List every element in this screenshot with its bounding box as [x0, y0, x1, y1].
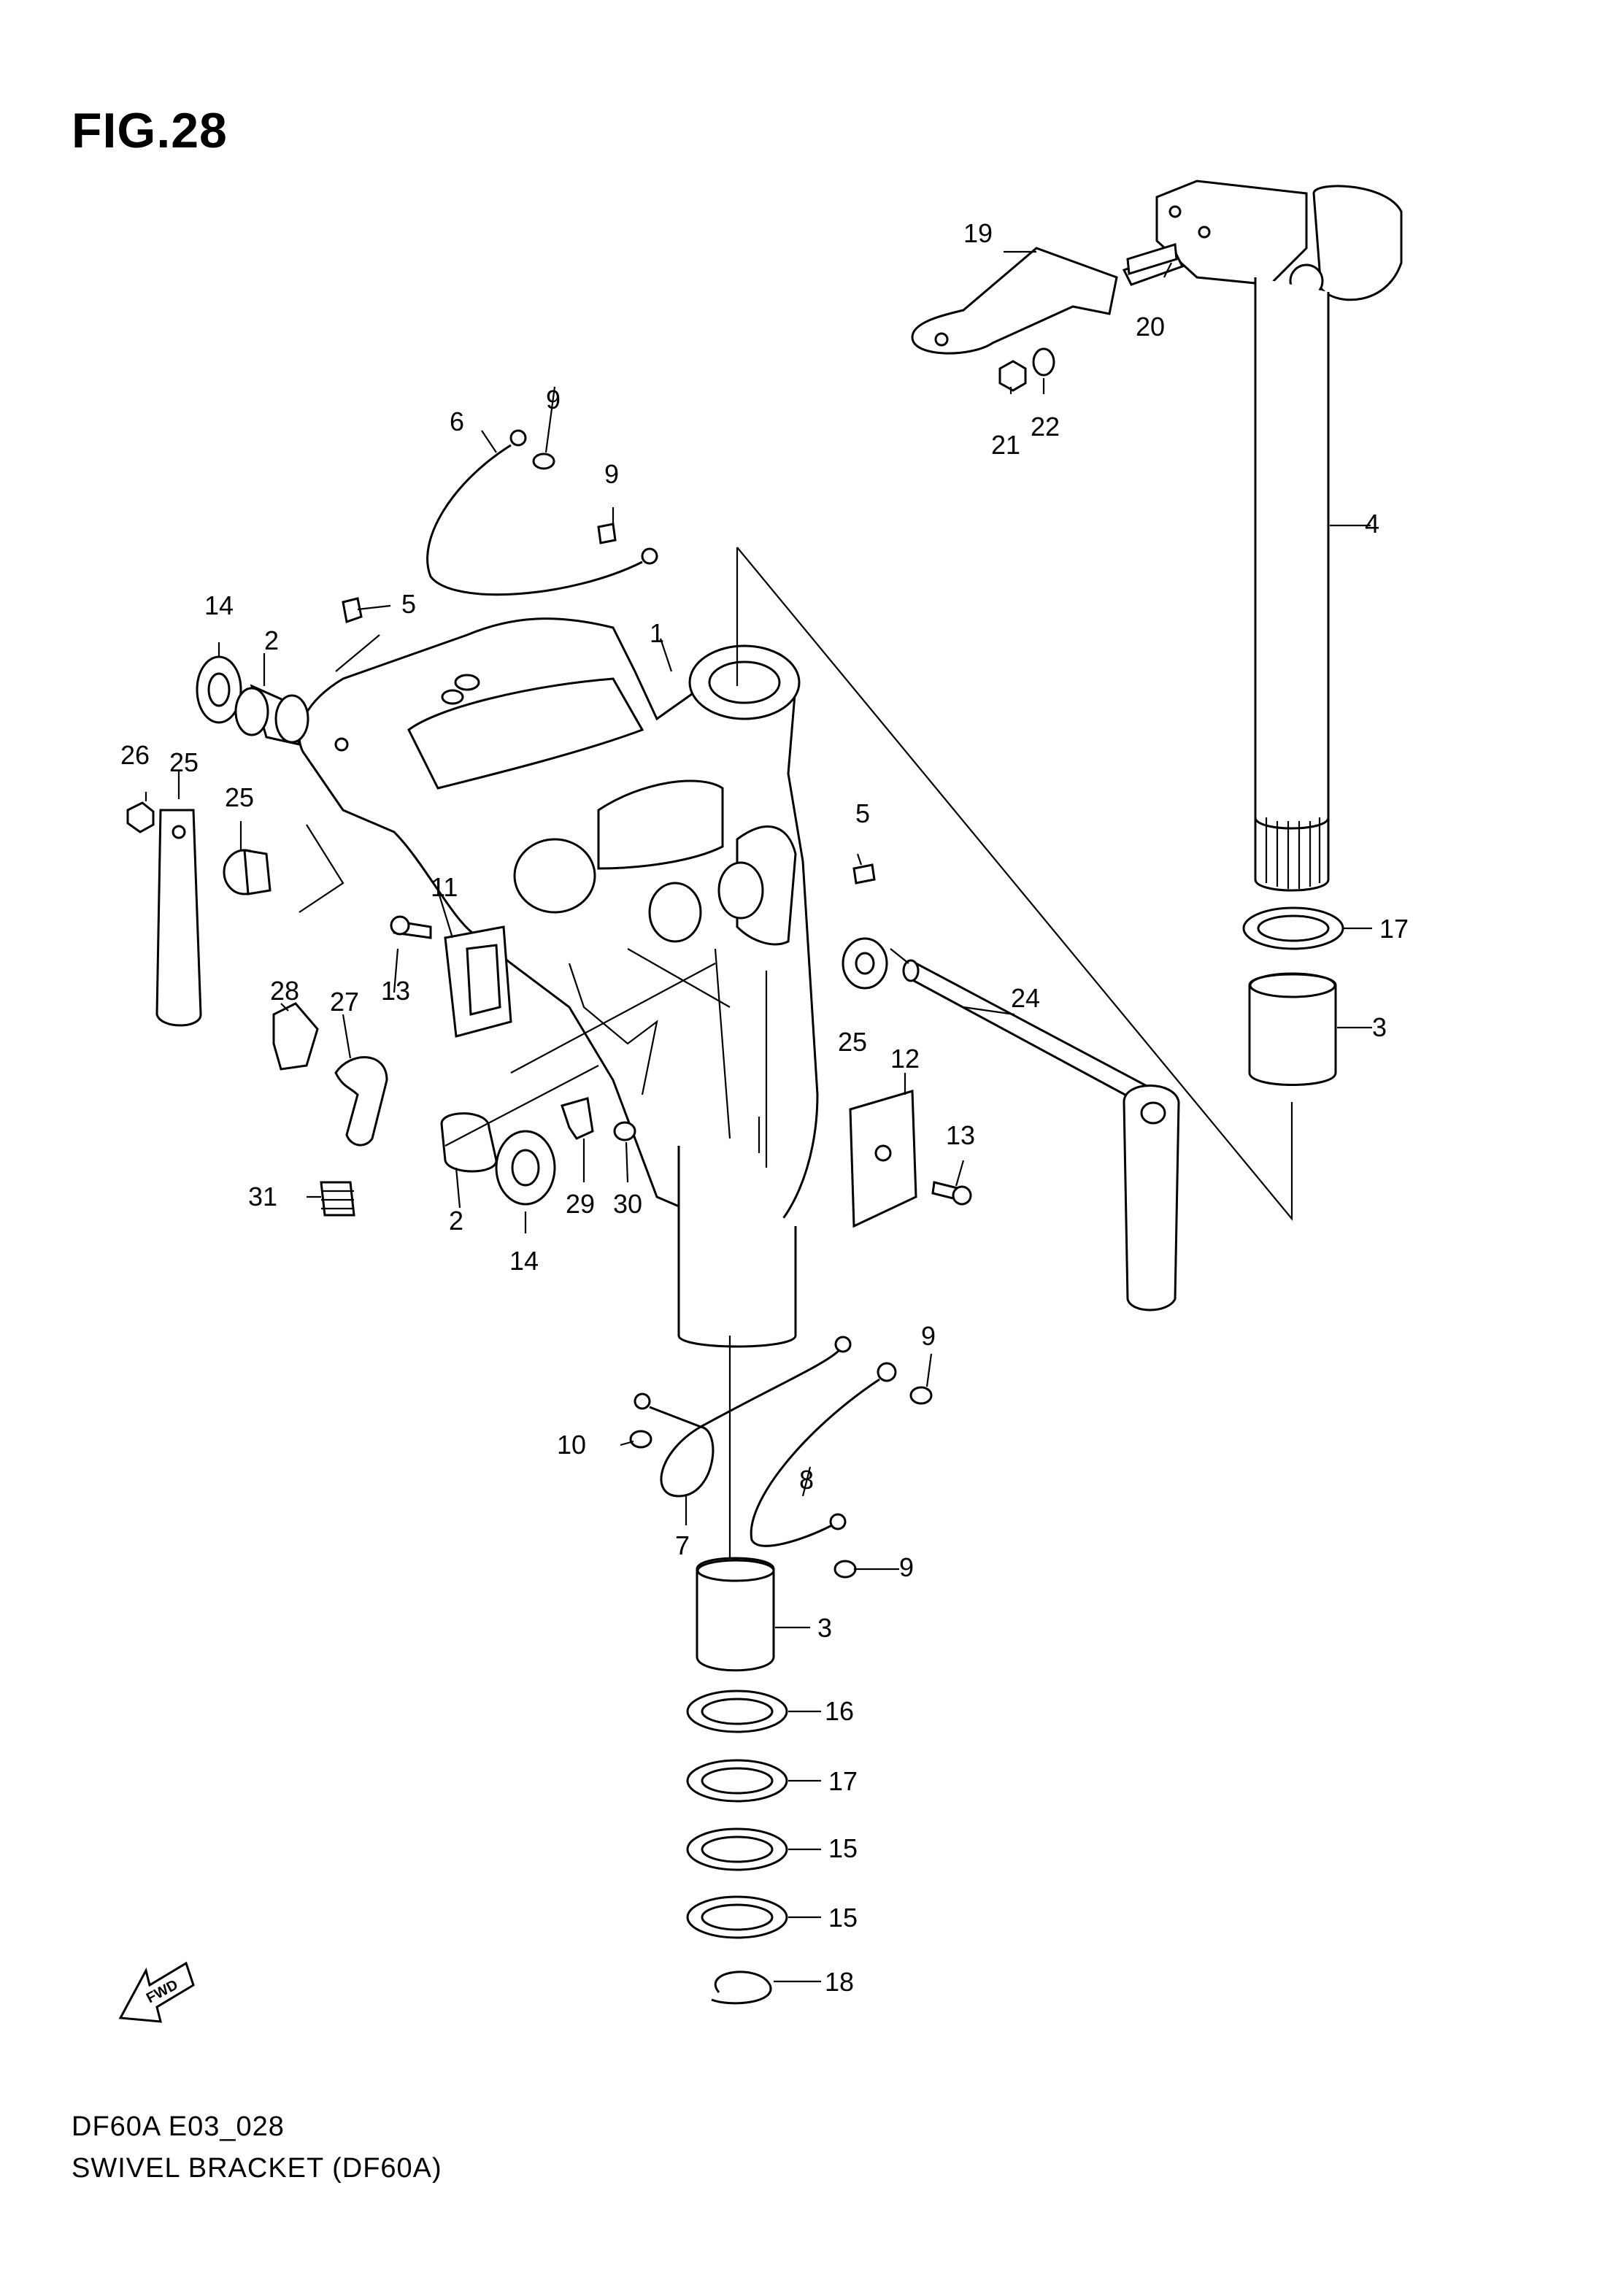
callout-9-c: 9 [921, 1321, 936, 1351]
leader-lines [145, 250, 1372, 1983]
callout-1: 1 [650, 618, 664, 648]
clips-and-springs [272, 925, 917, 1228]
callout-27: 27 [330, 987, 359, 1017]
callout-7: 7 [675, 1530, 690, 1560]
lower-bushing-stack [686, 1336, 788, 2005]
callout-18: 18 [825, 1967, 854, 1997]
callout-4: 4 [1365, 509, 1379, 539]
callout-15-a: 15 [828, 1833, 858, 1863]
callout-8: 8 [799, 1465, 814, 1495]
small-fasteners [342, 243, 1178, 1579]
callout-20: 20 [1136, 312, 1165, 342]
callout-3-lower: 3 [817, 1613, 832, 1643]
callout-22: 22 [1031, 412, 1060, 442]
callout-29: 29 [566, 1189, 595, 1219]
callout-13-b: 13 [946, 1120, 975, 1150]
callout-labels: 19 20 21 22 4 17 3 9 9 6 5 14 2 1 26 25 … [120, 218, 1409, 1997]
callout-31: 31 [248, 1182, 277, 1211]
figure-code: DF60A E03_028 [72, 2111, 285, 2142]
callout-15-b: 15 [828, 1903, 858, 1933]
callout-6: 6 [450, 407, 464, 436]
upper-bushing-stack [1242, 906, 1344, 1086]
assembly-guide-lines [736, 547, 1293, 1222]
callout-17-upper: 17 [1379, 914, 1409, 944]
callout-19: 19 [963, 218, 993, 248]
figure-title: FIG.28 [72, 103, 228, 158]
callout-2-b: 2 [449, 1206, 463, 1236]
callout-13-a: 13 [381, 976, 410, 1006]
callout-3-upper: 3 [1372, 1012, 1387, 1042]
callout-14-b: 14 [509, 1246, 539, 1276]
callout-16: 16 [825, 1696, 854, 1726]
callout-30: 30 [613, 1189, 642, 1219]
callout-25-b: 25 [838, 1027, 867, 1057]
steering-shaft [1155, 180, 1403, 892]
callout-14-a: 14 [204, 590, 234, 620]
callout-25-a: 25 [225, 782, 254, 812]
callout-5-b: 5 [855, 798, 870, 828]
forward-direction-badge: FWD [118, 1961, 195, 2023]
earth-leads [426, 429, 897, 1547]
callout-9-a: 9 [546, 385, 561, 415]
callout-24: 24 [1011, 983, 1040, 1013]
figure-name: SWIVEL BRACKET (DF60A) [72, 2153, 442, 2184]
callout-12: 12 [890, 1044, 920, 1074]
callout-2-a: 2 [264, 625, 279, 655]
tilt-rod [902, 959, 1180, 1311]
callout-23: 25 [169, 747, 199, 777]
callout-9-d: 9 [899, 1552, 914, 1582]
bushings-and-washers [126, 655, 888, 1206]
callout-11: 11 [431, 872, 458, 902]
callout-9-b: 9 [604, 459, 619, 489]
callout-26: 26 [120, 740, 150, 770]
callout-10: 10 [557, 1430, 586, 1460]
callout-21: 21 [991, 430, 1020, 460]
callout-17-lower: 17 [828, 1766, 858, 1796]
callout-28: 28 [270, 976, 299, 1006]
swivel-bracket-body [298, 617, 819, 1348]
callout-5-a: 5 [401, 589, 416, 619]
